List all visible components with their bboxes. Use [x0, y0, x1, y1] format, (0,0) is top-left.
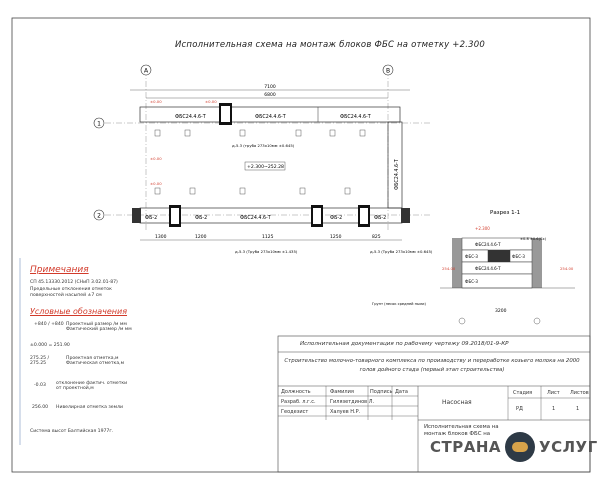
dim-top-1: 7100 [264, 84, 276, 90]
legend-symbol-4: -0.03 [34, 383, 46, 388]
legend-symbol-1: +840 / +840 [34, 322, 64, 327]
axis-label-2: 2 [97, 213, 101, 220]
section-elev-top: +2.300 [475, 226, 490, 231]
watermark-text-right: УСЛУГ [539, 438, 598, 456]
col-surname: Фамилия [330, 389, 354, 395]
section-block-1: ФБС24.4.6-Т [475, 242, 501, 247]
value-sheets: 1 [576, 406, 580, 412]
section-elev-left: 254.00 [442, 266, 456, 271]
elevation-mark: +2.300~252.28 [247, 164, 284, 170]
wall-end-left [132, 208, 141, 223]
sheet-name: Насосная [442, 399, 472, 406]
pipe-note-2: д-5.3 (Труба 273х10мм ±1.435) [235, 249, 298, 254]
axis-bubble-2 [93, 209, 105, 221]
axis-bubble-b [382, 64, 394, 76]
person-1-name: Гилязетдинов Л. [330, 399, 375, 405]
legend-text-3: Проектная отметка,м Фактическая отметка,… [66, 356, 125, 366]
person-1-role: Разраб. л.г.с. [281, 399, 316, 405]
block-bottom-1: ФБ-2 [145, 215, 157, 221]
doc-title: Исполнительная документация по рабочему … [300, 341, 509, 347]
notes-title: Примечания [30, 265, 89, 275]
mark-3: ±0.00 [150, 156, 162, 161]
section-elev-right: 254.00 [560, 266, 574, 271]
legend-title: Условные обозначения [30, 307, 128, 316]
drawing-title: Исполнительная схема на монтаж блоков ФБ… [175, 40, 485, 50]
legend-symbol-5: 256.00 [32, 405, 49, 410]
pipe-note-1: д-5.3 (труба 273х10мм ±0.645) [232, 143, 295, 148]
dim-bottom-5: 825 [372, 234, 381, 240]
section-note: Грунт (песок средней пыли) [372, 302, 426, 306]
person-2-role: Геодезист [281, 409, 309, 415]
axis-bubble-1 [93, 117, 105, 129]
note-line-2: Предельные отклонения отметок [30, 287, 112, 292]
person-2-name: Халуев Н.Р. [330, 409, 361, 415]
legend-symbol-2: ±0.000 = 251.90 [30, 343, 70, 348]
section-title: Разрез 1-1 [490, 210, 520, 216]
wall-end-right [401, 208, 410, 223]
legend-text-1: Проектный размер /м мм Фактический разме… [66, 322, 132, 332]
note-line-1: СП 45.13330.2012 (СНиП 3.02.01-87) [30, 280, 118, 285]
section-block-5: ФБС-3 [465, 279, 478, 284]
col-position: Должность [281, 389, 311, 395]
block-bottom-4: ФБ-2 [330, 215, 342, 221]
block-top-1: ФБС24.4.6-Т [175, 114, 206, 120]
legend-text-4: отклонение фактич. отметки от проектной,… [56, 381, 128, 391]
section-block-4: ФБС24.4.6-Т [475, 266, 501, 271]
header-stage: Стадия [513, 390, 533, 396]
block-bottom-5: ФБ-2 [374, 215, 386, 221]
header-sheets: Листов [570, 390, 589, 396]
dim-bottom-4: 1250 [330, 234, 342, 240]
dim-bottom-1: 1300 [155, 234, 167, 240]
block-right: ФБС24.4.6-Т [394, 159, 400, 190]
sheet-description: Исполнительная схема на монтаж блоков ФБ… [424, 424, 499, 437]
block-top-2: ФБС24.4.6-Т [255, 114, 286, 120]
col-signature: Подпись [370, 389, 393, 395]
pipe-note-3: д-5.3 (Труба 273х10мм ±0.645) [370, 249, 433, 254]
watermark-banner: СТРАНА УСЛУГ [430, 432, 598, 462]
dim-bottom-3: 1125 [262, 234, 274, 240]
header-sheet: Лист [547, 390, 560, 396]
note-line-3: поверхностей насыпей ±7 см [30, 293, 102, 298]
axis-label-1: 1 [97, 121, 101, 128]
section-note-2: ±0.8 ±0.6(Сх) [520, 237, 547, 241]
handshake-logo-icon [505, 432, 536, 462]
title-block [277, 335, 591, 473]
legend-text-5: Нивелирная отметка земли [56, 405, 124, 410]
section-block-3: ФБС-3 [512, 254, 525, 259]
axis-bubble-a [140, 64, 152, 76]
axis-label-b: В [386, 68, 390, 75]
dim-bottom-2: 1200 [195, 234, 207, 240]
watermark-text-left: СТРАНА [430, 438, 502, 456]
col-date: Дата [395, 389, 408, 395]
mark-2: ±0.00 [205, 99, 217, 104]
section-dim: 3200 [495, 308, 507, 314]
mark-1: ±0.00 [150, 99, 162, 104]
wall-top [139, 106, 401, 123]
value-stage: РД [516, 406, 523, 412]
legend-footer: Система высот Балтийская 1977г. [30, 429, 114, 434]
dim-top-2: 6800 [264, 92, 276, 98]
axis-label-a: А [144, 68, 149, 75]
block-bottom-3: ФБС24.4.6-Т [240, 215, 271, 221]
interior-markers [154, 129, 366, 195]
mark-4: ±0.00 [150, 181, 162, 186]
project-name: Строительство молочно-товарного комплекс… [284, 358, 580, 373]
legend-symbol-3: 275.25 / 275.25 [30, 356, 50, 366]
section-block-2: ФБС-3 [465, 254, 478, 259]
value-sheet: 1 [552, 406, 556, 412]
block-top-3: ФБС24.4.6-Т [340, 114, 371, 120]
block-bottom-2: ФБ-2 [195, 215, 207, 221]
